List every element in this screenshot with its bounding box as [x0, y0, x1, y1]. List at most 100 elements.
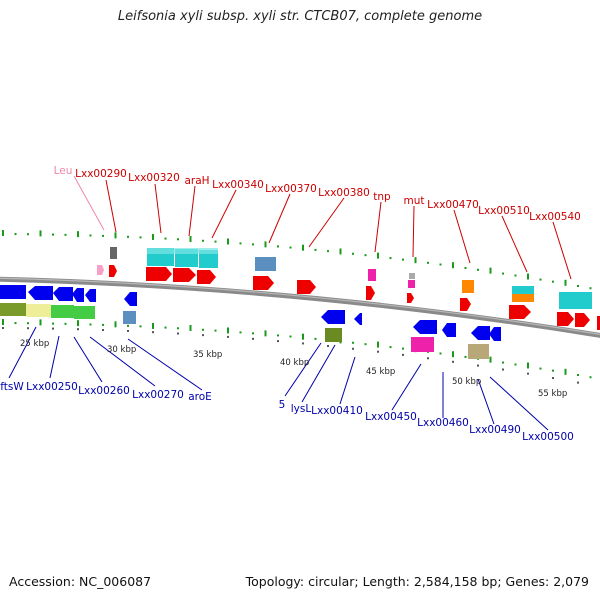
- cds-lxx00380-red[interactable]: [297, 280, 316, 294]
- scale-labels: 25 kbp 30 kbp 35 kbp 40 kbp 45 kbp 50 kb…: [20, 339, 567, 399]
- gc-dot: [539, 278, 542, 281]
- cds-lxx00470-orange[interactable]: [462, 280, 474, 293]
- topology-label: Topology: circular; Length: 2,584,158 bp…: [245, 574, 589, 589]
- gene-lxx00460-magenta[interactable]: [411, 337, 434, 352]
- gc-dot: [289, 246, 292, 249]
- gene-label-lxx00450[interactable]: Lxx00450: [365, 411, 417, 423]
- gene-label-lxx00510[interactable]: Lxx00510: [478, 205, 530, 217]
- leader-line: [154, 183, 162, 234]
- gene-label-tnp[interactable]: tnp: [373, 191, 391, 203]
- gc-dot: [164, 237, 167, 240]
- gene-label-lxx00470[interactable]: Lxx00470: [427, 199, 479, 211]
- gc-dot: [289, 335, 292, 338]
- gene-label-lxx00460[interactable]: Lxx00460: [417, 417, 469, 429]
- gc-dot: [239, 331, 242, 334]
- gc-tick: [152, 322, 154, 329]
- gene-label-lxx00370[interactable]: Lxx00370: [265, 183, 317, 195]
- gc-dot: [27, 322, 29, 325]
- leader-line: [339, 356, 356, 405]
- cds-lxx00320-red[interactable]: [146, 267, 172, 281]
- gc-tick: [377, 341, 379, 348]
- gene-label-lysl[interactable]: lysL: [291, 403, 312, 415]
- cds-rev-blue[interactable]: [28, 286, 53, 300]
- cds-tnp-magenta[interactable]: [368, 269, 376, 281]
- cds-lxx00450-blue-b[interactable]: [442, 323, 456, 337]
- forward-gene-labels: Leu Lxx00290 Lxx00320 araH Lxx00340 Lxx0…: [54, 165, 581, 223]
- cds-lxx00410-blue[interactable]: [354, 313, 362, 325]
- cds-lxx00370-steelblue[interactable]: [255, 257, 276, 271]
- cds-lxx00470-red[interactable]: [460, 298, 471, 311]
- cds-lxx00490-blue[interactable]: [471, 326, 490, 340]
- gene-label-lxx00290[interactable]: Lxx00290: [75, 168, 127, 180]
- gene-label-lxx00500[interactable]: Lxx00500: [522, 431, 574, 443]
- cds-lxx00540-red-c[interactable]: [597, 316, 600, 330]
- cds-rev-blue[interactable]: [72, 288, 84, 302]
- gc-tick: [2, 319, 4, 326]
- gene-label-lxx00250[interactable]: Lxx00250: [26, 381, 78, 393]
- gene-lysl-olive[interactable]: [325, 328, 342, 342]
- gc-dot: [177, 332, 179, 335]
- gene-label-mut[interactable]: mut: [404, 195, 425, 207]
- cds-lxx00450-blue[interactable]: [413, 320, 437, 334]
- cds-lxx00540-red-a[interactable]: [557, 312, 574, 326]
- cds-lxx00340-red[interactable]: [197, 270, 216, 284]
- cds-rev-blue[interactable]: [4, 285, 26, 299]
- reverse-leader-lines: [8, 326, 549, 431]
- cds-arah-red[interactable]: [173, 268, 196, 282]
- gene-label-lxx00320[interactable]: Lxx00320: [128, 172, 180, 184]
- gc-dot: [364, 343, 367, 346]
- cds-lxx00540-cyan[interactable]: [559, 292, 592, 309]
- cds-lxx00290[interactable]: [109, 265, 117, 277]
- gene-label-aroe[interactable]: aroE: [188, 391, 212, 403]
- cds-mut-red[interactable]: [407, 293, 414, 303]
- cds-lxx00490-blue-b[interactable]: [489, 327, 501, 341]
- cds-tnp-red[interactable]: [366, 286, 375, 300]
- leader-line: [49, 335, 60, 379]
- gc-tick: [77, 320, 79, 327]
- gene-label-leu[interactable]: Leu: [54, 165, 73, 177]
- cds-5-blue[interactable]: [321, 310, 345, 324]
- gc-dot: [452, 360, 454, 363]
- gene-lxx00250-yellow[interactable]: [26, 304, 51, 317]
- cds-lxx00510-cyan[interactable]: [512, 286, 534, 294]
- cds-lxx00510-red[interactable]: [509, 305, 531, 319]
- gc-dot: [314, 337, 317, 340]
- scale-label-55kbp: 55 kbp: [538, 389, 567, 399]
- gene-label-lxx00380[interactable]: Lxx00380: [318, 187, 370, 199]
- gene-label-lxx00540[interactable]: Lxx00540: [529, 211, 581, 223]
- gc-dot: [539, 367, 542, 370]
- gene-lxx00270-green[interactable]: [74, 306, 95, 319]
- gc-dot: [327, 344, 329, 347]
- gene-label-lxx00410[interactable]: Lxx00410: [311, 405, 363, 417]
- cds-lxx00540-red-b[interactable]: [575, 313, 590, 327]
- gene-mut-grey[interactable]: [409, 273, 415, 279]
- gc-dot: [352, 252, 354, 255]
- gene-label-lxx00490[interactable]: Lxx00490: [469, 424, 521, 436]
- cds-aroe-blue[interactable]: [124, 292, 137, 306]
- gene-label-lxx00260[interactable]: Lxx00260: [78, 385, 130, 397]
- gene-lxx00290-grey[interactable]: [110, 247, 117, 259]
- leader-line: [268, 193, 291, 244]
- cds-lxx00370-red[interactable]: [253, 276, 274, 290]
- gc-tick: [339, 248, 342, 255]
- scale-label-50kbp: 50 kbp: [452, 377, 481, 387]
- leader-line: [8, 326, 37, 379]
- cds-lxx00340-cyan[interactable]: [199, 250, 218, 268]
- rrna-leu-gene[interactable]: [97, 265, 104, 275]
- cds-rev-blue[interactable]: [53, 287, 73, 301]
- gene-label-lxx00340[interactable]: Lxx00340: [212, 179, 264, 191]
- gene-label-lxx00270[interactable]: Lxx00270: [132, 389, 184, 401]
- gene-mut-magenta[interactable]: [408, 280, 415, 288]
- gc-tick: [227, 238, 229, 245]
- gene-lxx00500-khaki[interactable]: [468, 344, 489, 359]
- gc-dot: [514, 363, 517, 366]
- scale-label-25kbp: 25 kbp: [20, 339, 49, 349]
- cds-rev-blue[interactable]: [85, 289, 96, 302]
- cds-lxx00510-orange[interactable]: [512, 294, 534, 302]
- gene-aroe-steelblue[interactable]: [123, 311, 136, 324]
- gene-label-5[interactable]: 5: [279, 399, 286, 411]
- gene-label-ftsw[interactable]: ftsW: [0, 381, 24, 393]
- gene-lxx00260-green[interactable]: [51, 305, 74, 318]
- gene-label-arah[interactable]: araH: [184, 175, 209, 187]
- gene-ftsw-olive[interactable]: [0, 303, 26, 316]
